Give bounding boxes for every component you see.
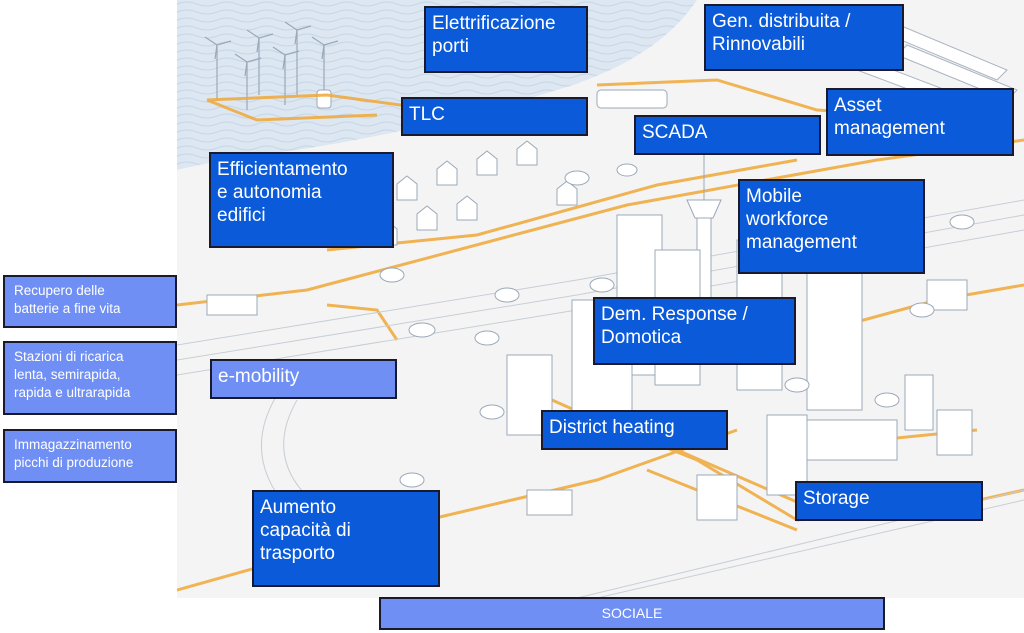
label-line: e-mobility — [218, 366, 300, 387]
label-efficientamento-edifici: Efficientamento e autonomia edifici — [209, 152, 394, 248]
label-stazioni-ricarica: Stazioni di ricarica lenta, semirapida, … — [3, 341, 177, 415]
label-line: Mobile — [746, 186, 802, 207]
label-tlc: TLC — [401, 97, 588, 136]
label-line: District heating — [549, 417, 675, 438]
label-immagazzinamento: Immagazzinamento picchi di produzione — [3, 429, 177, 483]
label-line: rapida e ultrarapida — [14, 385, 131, 401]
label-line: Domotica — [601, 326, 682, 348]
label-asset-management: Asset management — [826, 88, 1014, 156]
substation-icon — [316, 89, 332, 109]
label-mobile-workforce: Mobile workforce management — [738, 179, 925, 274]
label-e-mobility: e-mobility — [210, 359, 397, 399]
label-recupero-batterie: Recupero delle batterie a fine vita — [3, 275, 177, 328]
label-line: e autonomia — [217, 181, 322, 203]
label-dem-response: Dem. Response / Domotica — [593, 297, 796, 365]
label-line: capacità di — [260, 519, 351, 541]
label-line: Recupero delle — [14, 283, 105, 298]
footer-label: SOCIALE — [601, 605, 663, 621]
cars-icon — [379, 163, 975, 488]
label-aumento-capacita: Aumento capacità di trasporto — [252, 490, 440, 587]
label-line: SCADA — [642, 122, 708, 143]
label-line: Elettrificazione — [432, 13, 556, 34]
footer-sociale: SOCIALE — [379, 597, 885, 630]
label-line: Gen. distribuita / — [712, 11, 851, 32]
label-line: Rinnovabili — [712, 33, 805, 55]
label-line: lenta, semirapida, — [14, 367, 121, 383]
label-line: edifici — [217, 204, 266, 226]
wind-turbines-icon — [204, 21, 339, 110]
label-line: Dem. Response / — [601, 304, 748, 325]
label-line: Stazioni di ricarica — [14, 349, 124, 364]
label-gen-distribuita: Gen. distribuita / Rinnovabili — [704, 4, 904, 71]
label-line: workforce — [746, 208, 829, 230]
label-line: picchi di produzione — [14, 455, 134, 471]
label-line: batterie a fine vita — [14, 301, 121, 317]
label-line: porti — [432, 35, 469, 57]
label-storage: Storage — [795, 481, 983, 521]
label-line: Efficientamento — [217, 159, 348, 180]
label-line: TLC — [409, 104, 445, 125]
label-line: Storage — [803, 488, 870, 509]
label-elettrificazione-porti: Elettrificazione porti — [424, 6, 588, 73]
label-line: Aumento — [260, 497, 337, 518]
label-line: management — [746, 231, 857, 253]
label-line: management — [834, 117, 945, 139]
label-line: Immagazzinamento — [14, 437, 132, 452]
label-district-heating: District heating — [541, 410, 728, 450]
label-scada: SCADA — [634, 115, 821, 155]
label-line: Asset — [834, 95, 882, 116]
label-line: trasporto — [260, 542, 335, 564]
